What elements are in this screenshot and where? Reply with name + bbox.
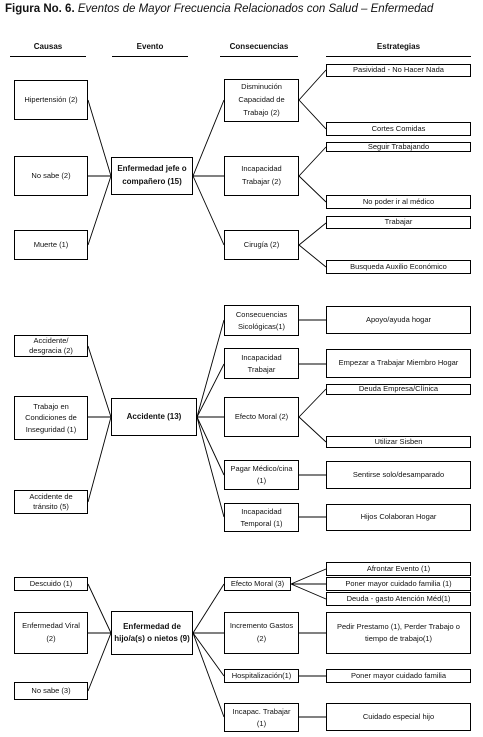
consequence-box: Incapacidad Trabajar [224, 348, 299, 379]
consequence-box: Incapacidad Trabajar (2) [224, 156, 299, 196]
cause-box: Trabajo en Condiciones de Inseguridad (1… [14, 396, 88, 440]
consequence-box: Efecto Moral (3) [224, 577, 291, 591]
figure-label: Figura No. 6. [5, 3, 75, 15]
event-box: Accidente (13) [111, 398, 197, 436]
header-underline [326, 56, 471, 57]
cause-box: No sabe (2) [14, 156, 88, 196]
strategy-box: Hijos Colaboran Hogar [326, 504, 471, 531]
cause-box: Hipertensión (2) [14, 80, 88, 120]
header-consecuencias: Consecuencias [229, 42, 289, 51]
consequence-box: Hospitalización(1) [224, 669, 299, 683]
cause-box: Muerte (1) [14, 230, 88, 260]
cause-box: Accidente de tránsito (5) [14, 490, 88, 514]
event-box: Enfermedad jefe o compañero (15) [111, 157, 193, 195]
strategy-box: Seguir Trabajando [326, 142, 471, 152]
strategy-box: Busqueda Auxilio Económico [326, 260, 471, 274]
header-estrategias: Estrategias [376, 42, 421, 51]
consequence-box: Incapacidad Temporal (1) [224, 503, 299, 532]
strategy-box: Sentirse solo/desamparado [326, 461, 471, 489]
cause-box: Enfermedad Viral (2) [14, 612, 88, 654]
strategy-box: Deuda - gasto Atención Méd(1) [326, 592, 471, 606]
strategy-box: Empezar a Trabajar Miembro Hogar [326, 349, 471, 378]
strategy-box: Pedir Prestamo (1), Perder Trabajo o tie… [326, 612, 471, 654]
consequence-box: Cirugía (2) [224, 230, 299, 260]
strategy-box: Poner mayor cuidado familia [326, 669, 471, 683]
header-underline [220, 56, 298, 57]
consequence-box: Efecto Moral (2) [224, 397, 299, 437]
strategy-box: Pasividad - No Hacer Nada [326, 64, 471, 77]
strategy-box: Afrontar Evento (1) [326, 562, 471, 576]
strategy-box: Utilizar Sisben [326, 436, 471, 448]
consequence-box: Disminución Capacidad de Trabajo (2) [224, 79, 299, 122]
consequence-box: Incremento Gastos (2) [224, 612, 299, 654]
cause-box: No sabe (3) [14, 682, 88, 700]
strategy-box: Apoyo/ayuda hogar [326, 306, 471, 334]
header-evento: Evento [136, 42, 164, 51]
strategy-box: Trabajar [326, 216, 471, 229]
strategy-box: Poner mayor cuidado familia (1) [326, 577, 471, 591]
strategy-box: Cortes Comidas [326, 122, 471, 136]
strategy-box: Cuidado especial hijo [326, 703, 471, 731]
consequence-box: Pagar Médico/cina (1) [224, 460, 299, 490]
strategy-box: No poder ir al médico [326, 195, 471, 209]
strategy-box: Deuda Empresa/Clínica [326, 384, 471, 395]
consequence-box: Consecuencias Sicológicas(1) [224, 305, 299, 336]
header-underline [112, 56, 188, 57]
cause-box: Descuido (1) [14, 577, 88, 591]
cause-box: Accidente/ desgracia (2) [14, 335, 88, 357]
consequence-box: Incapac. Trabajar (1) [224, 703, 299, 732]
figure-caption: Eventos de Mayor Frecuencia Relacionados… [77, 3, 434, 15]
event-box: Enfermedad de hijo/a(s) o nietos (9) [111, 611, 193, 655]
header-underline [10, 56, 86, 57]
header-causas: Causas [33, 42, 63, 51]
figure-title: Figura No. 6. Eventos de Mayor Frecuenci… [5, 3, 478, 15]
